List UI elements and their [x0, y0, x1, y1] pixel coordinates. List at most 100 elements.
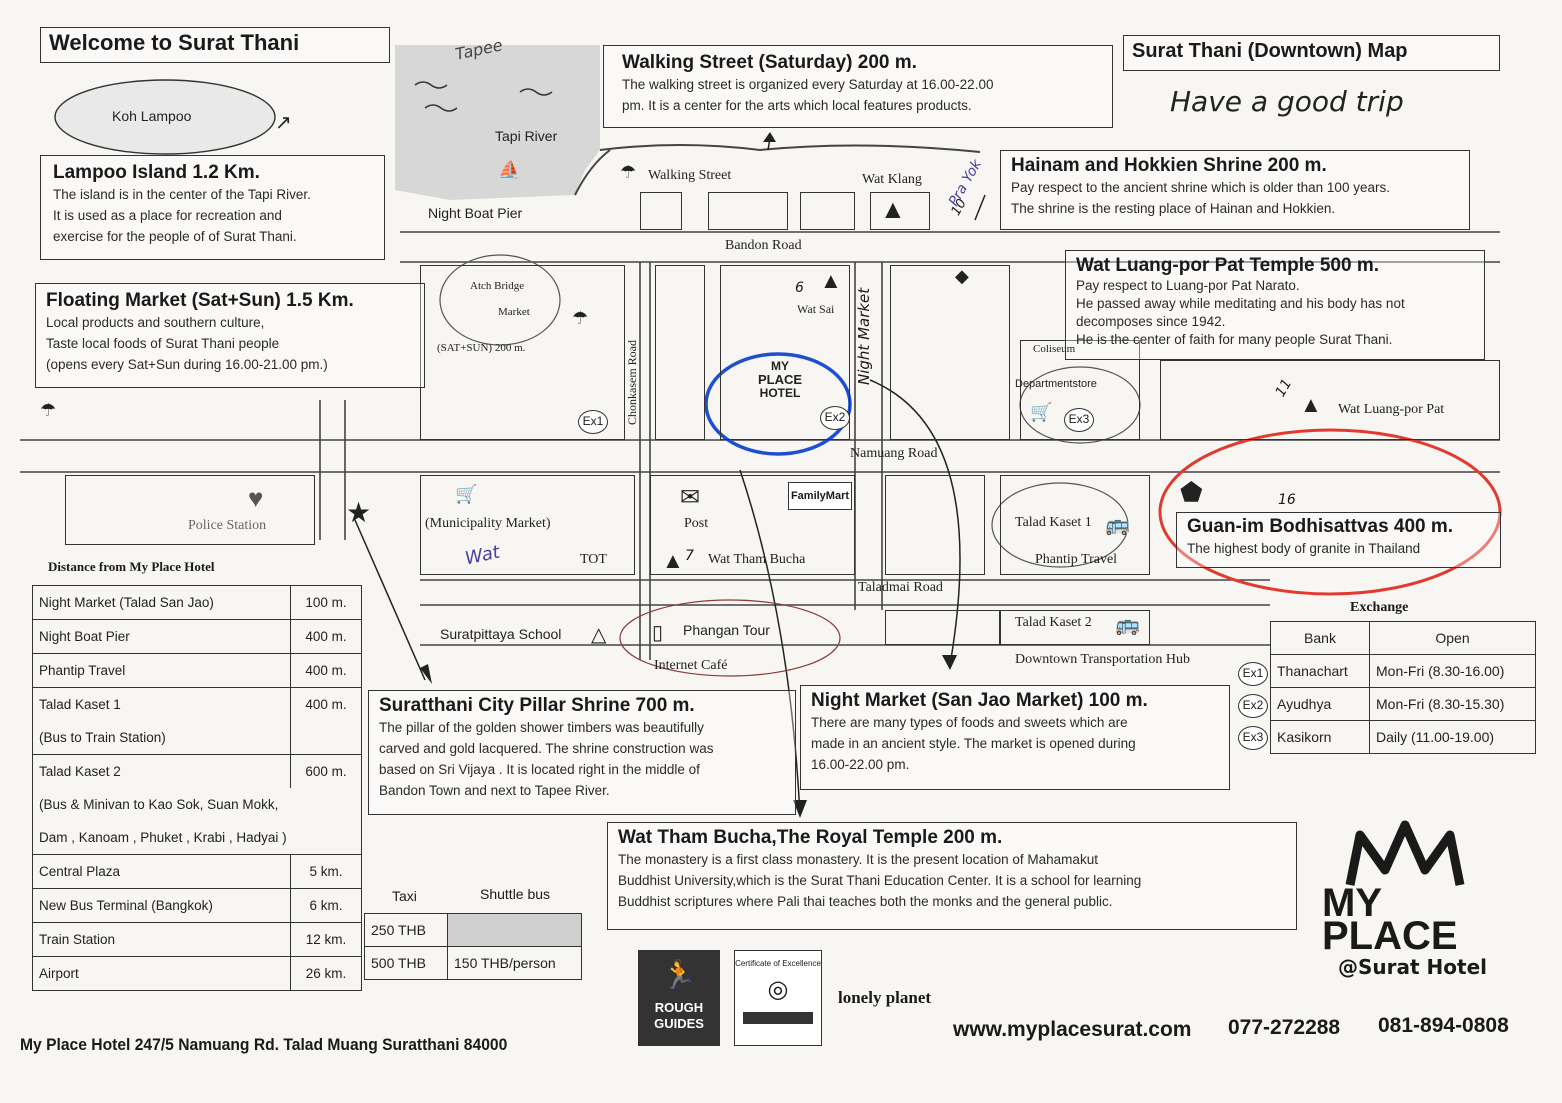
atch-sat-sun-label: (SAT+SUN) 200 m.	[437, 342, 526, 354]
city-block	[420, 475, 635, 575]
exchange-ex3-badge: Ex3	[1064, 408, 1094, 432]
namuang-road-label: Namuang Road	[850, 446, 938, 461]
distance-place: Talad Kaset 2	[32, 754, 291, 788]
city-block	[720, 265, 850, 440]
lampoo-line: It is used as a place for recreation and	[53, 208, 282, 223]
city-block	[1000, 610, 1150, 645]
distance-place: (Bus & Minivan to Kao Sok, Suan Mokk,	[32, 788, 362, 821]
watluang-line: decomposes since 1942.	[1076, 314, 1226, 329]
guides-text: GUIDES	[654, 1016, 704, 1031]
distance-value: 12 km.	[290, 922, 362, 957]
shuttle-fare: 150 THB/person	[447, 946, 582, 980]
welcome-title: Welcome to Surat Thani	[49, 30, 300, 55]
night-market-vertical-label: Night Market	[855, 287, 873, 385]
temple-icon: ▲	[1300, 392, 1322, 417]
walking-street-label: Walking Street	[648, 168, 732, 183]
city-block	[420, 265, 625, 440]
exchange-ex2-badge: Ex2	[820, 406, 850, 430]
pillar-title: Suratthani City Pillar Shrine 700 m.	[379, 695, 695, 716]
chonkasem-road-label: Chonkasem Road	[625, 340, 639, 425]
temple-icon: ▲	[662, 548, 684, 573]
distance-place: Airport	[32, 956, 291, 991]
walking-title: Walking Street (Saturday) 200 m.	[622, 52, 917, 73]
umbrella-icon: ☂	[40, 400, 57, 420]
hainam-title: Hainam and Hokkien Shrine 200 m.	[1011, 155, 1327, 176]
city-block	[655, 265, 705, 440]
guanim-title: Guan-im Bodhisattvas 400 m.	[1187, 516, 1454, 537]
table-row: 250 THB	[364, 913, 582, 947]
rough-text: ROUGH	[654, 1000, 704, 1015]
exchange-open: Daily (11.00-19.00)	[1369, 720, 1536, 754]
thambucha-line: The monastery is a first class monastery…	[618, 852, 1098, 867]
pillar-line: based on Sri Vijaya . It is located righ…	[379, 762, 700, 777]
school-flag-icon: △	[591, 624, 607, 646]
boat-icon: ⛵	[498, 160, 521, 180]
distance-value: 26 km.	[290, 956, 362, 991]
talad-kaset-2-label: Talad Kaset 2	[1015, 615, 1092, 630]
nightmarket-line: 16.00-22.00 pm.	[811, 757, 910, 772]
exchange-bank: Kasikorn	[1270, 720, 1370, 754]
distance-place: Night Boat Pier	[32, 619, 291, 654]
city-block	[640, 192, 682, 230]
hainam-line: Pay respect to the ancient shrine which …	[1011, 180, 1390, 195]
koh-lampoo-label: Koh Lampoo	[112, 108, 192, 124]
city-block	[65, 475, 315, 545]
certificate-ribbon	[743, 1012, 813, 1024]
pillar-line: Bandon Town and next to Tapee River.	[379, 783, 610, 798]
hotel-marker[interactable]: MY PLACE HOTEL	[745, 360, 815, 400]
city-block	[885, 610, 1000, 645]
cart-icon: 🛒	[1030, 402, 1053, 422]
wat-klang-label: Wat Klang	[862, 172, 922, 187]
shrine-icon: ◆	[955, 266, 969, 286]
tot-label: TOT	[580, 552, 607, 567]
taxi-fare: 500 THB	[364, 946, 448, 980]
distance-value: 100 m.	[290, 585, 362, 620]
city-block	[885, 475, 985, 575]
umbrella-icon: ☂	[620, 162, 637, 182]
phangan-tour-label: Phangan Tour	[683, 622, 770, 638]
distance-value: 5 km.	[290, 854, 362, 889]
certificate-text: Certificate of Excellence	[735, 959, 821, 968]
walking-line: The walking street is organized every Sa…	[622, 77, 994, 92]
transport-header-taxi: Taxi	[392, 888, 417, 904]
thambucha-title: Wat Tham Bucha,The Royal Temple 200 m.	[618, 827, 1003, 848]
arrow-icon: ↗	[275, 112, 292, 134]
website-link[interactable]: www.myplacesurat.com	[953, 1018, 1192, 1041]
wat-tham-bucha-label: Wat Tham Bucha	[708, 552, 806, 567]
hotel-address: My Place Hotel 247/5 Namuang Rd. Talad M…	[20, 1035, 508, 1054]
bus-icon: 🚌	[1105, 514, 1130, 536]
rough-guides-logo: 🏃 ROUGH GUIDES	[638, 950, 720, 1046]
marker-16-handwritten: 16	[1278, 492, 1296, 508]
city-block	[1000, 475, 1150, 575]
distance-place: Night Market (Talad San Jao)	[32, 585, 291, 620]
internet-cafe-label: Internet Café	[654, 658, 728, 673]
temple-icon: ▲	[880, 195, 906, 224]
exchange-ex3-badge: Ex3	[1238, 726, 1268, 750]
temple-icon: ▲	[820, 268, 842, 293]
distance-value: 600 m.	[290, 754, 362, 788]
wat-luang-box: Wat Luang-por Pat Temple 500 m. Pay resp…	[1065, 250, 1485, 360]
brand-sub: @Surat Hotel	[1338, 955, 1487, 979]
heart-icon: ♥	[248, 484, 264, 513]
table-row: Dam , Kanoam , Phuket , Krabi , Hadyai )	[32, 821, 362, 855]
distance-value	[290, 721, 362, 755]
phone-number-1[interactable]: 077-272288	[1228, 1016, 1341, 1039]
hainam-line: The shrine is the resting place of Haina…	[1011, 201, 1336, 216]
distance-value: 400 m.	[290, 653, 362, 688]
phone-number-2[interactable]: 081-894-0808	[1378, 1014, 1509, 1037]
nightmarket-line: There are many types of foods and sweets…	[811, 715, 1128, 730]
distance-place: Central Plaza	[32, 854, 291, 889]
exchange-ex1-badge: Ex1	[578, 410, 608, 434]
city-pillar-box: Suratthani City Pillar Shrine 700 m. The…	[368, 690, 796, 815]
city-block	[870, 192, 930, 230]
table-row: New Bus Terminal (Bangkok)6 km.	[32, 888, 362, 923]
welcome-banner: Welcome to Surat Thani	[40, 27, 390, 63]
pillar-line: carved and gold lacquered. The shrine co…	[379, 741, 714, 756]
distance-place: Train Station	[32, 922, 291, 957]
umbrella-icon: ☂	[572, 308, 589, 328]
